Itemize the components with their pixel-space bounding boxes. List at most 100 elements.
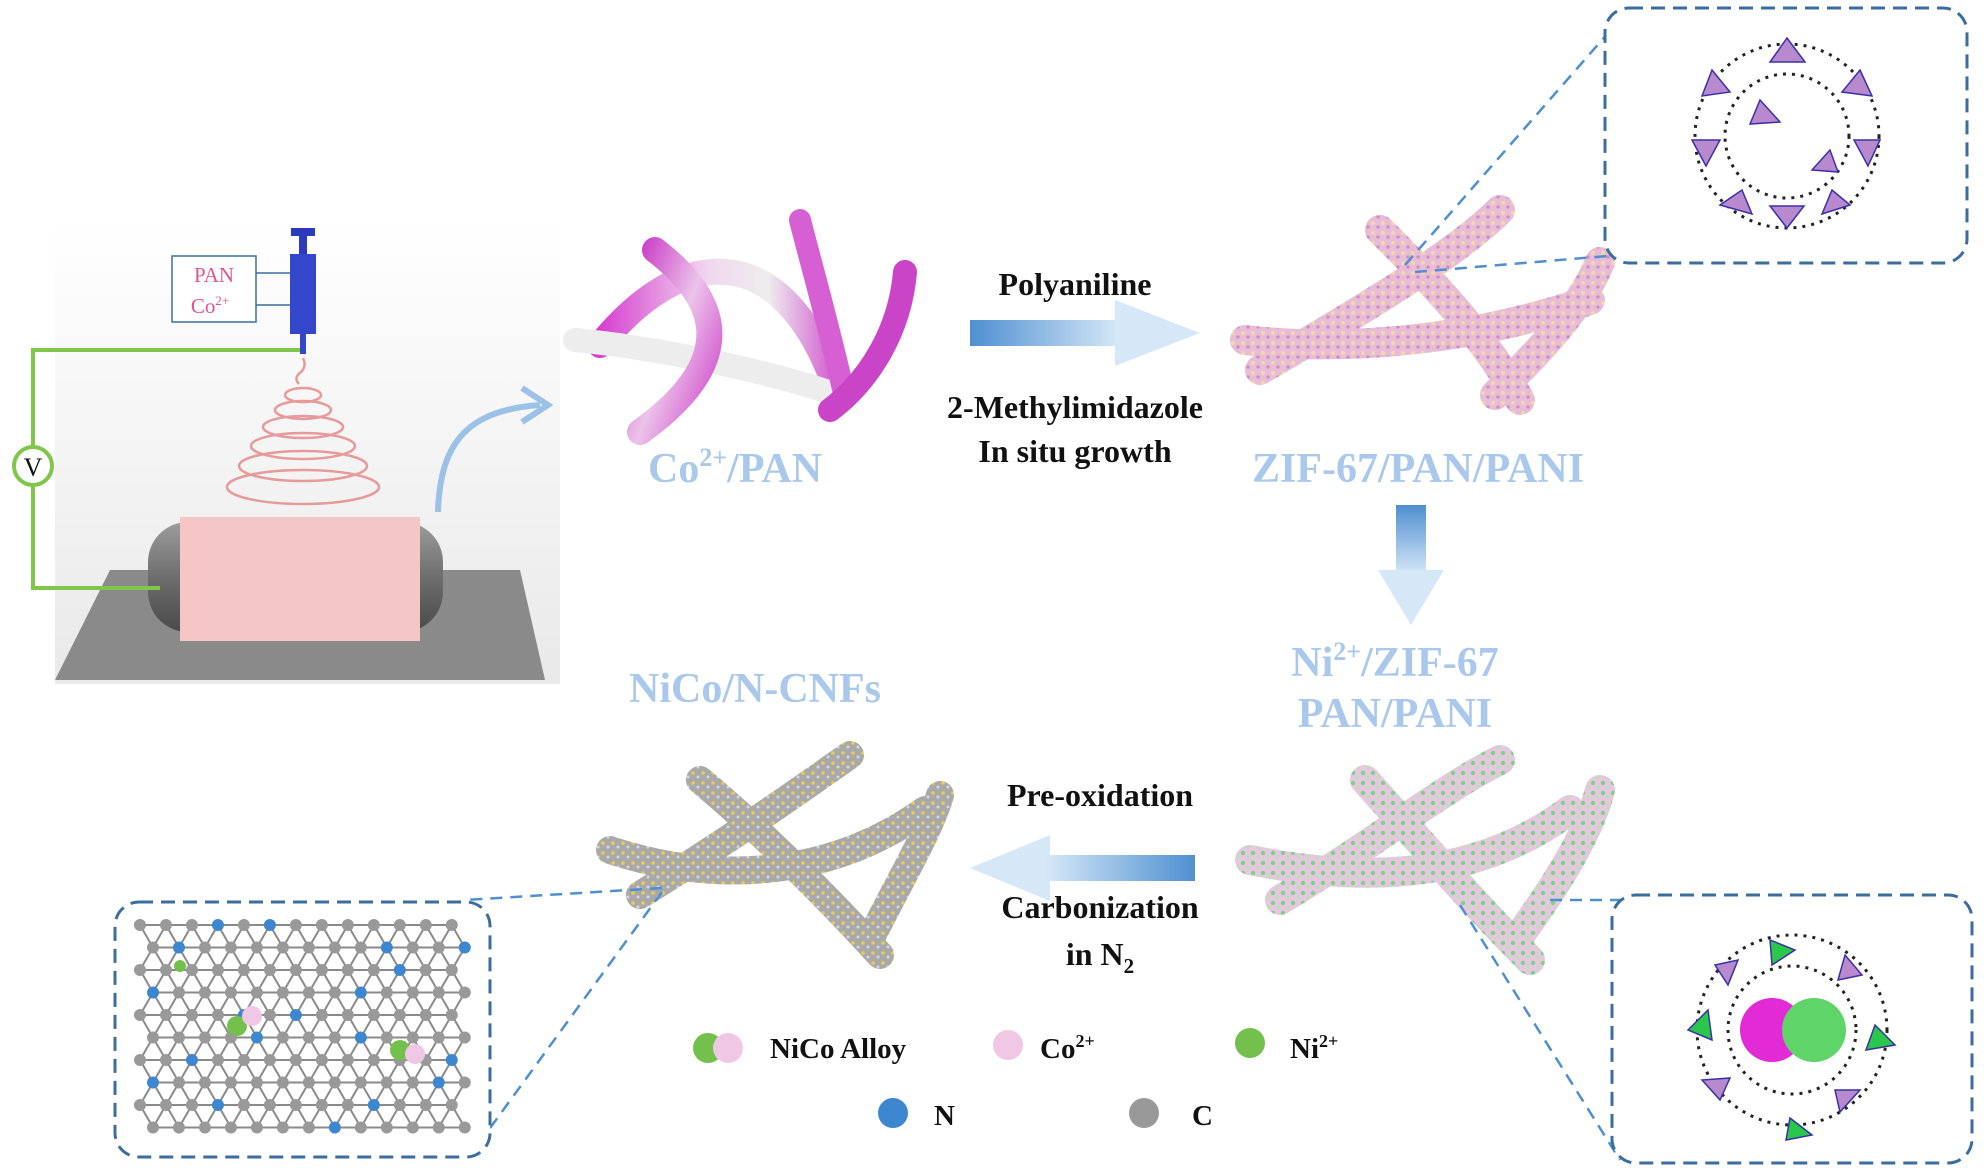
carbon-atom (198, 1031, 211, 1044)
carbon-atom (380, 1031, 393, 1044)
nitrogen-atom (211, 1099, 224, 1111)
carbon-atom (134, 964, 146, 976)
carbon-atom (250, 1121, 263, 1134)
carbon-atom (315, 1054, 328, 1066)
graphene-lattice (134, 919, 471, 1134)
step1-top-text: Polyaniline (999, 266, 1152, 302)
carbon-atom (237, 919, 250, 931)
collector-sheet (180, 517, 420, 641)
label-co-pan: Co2+/PAN (648, 443, 822, 492)
carbon-atom (159, 919, 172, 931)
carbon-atom (289, 964, 302, 976)
carbon-atom (146, 1031, 159, 1044)
carbon-atom (146, 1121, 159, 1134)
carbon-atom (354, 941, 367, 954)
carbon-atom (172, 986, 185, 999)
ni-dopant-atom (390, 1040, 410, 1060)
label-ni-main: Ni (1291, 640, 1333, 686)
carbon-atom (328, 1076, 341, 1089)
carbon-atom (263, 1009, 276, 1021)
carbon-atom (445, 1099, 458, 1111)
carbon-atom (159, 1054, 172, 1066)
carbon-atom (224, 986, 237, 999)
carbon-atom (315, 964, 328, 976)
syringe-icon (290, 228, 316, 354)
carbon-atom (263, 964, 276, 976)
zif-inset-leader-2 (1414, 253, 1621, 274)
legend-nico-alloy-text: NiCo Alloy (770, 1033, 907, 1065)
carbon-atom (134, 919, 146, 931)
carbon-atom (159, 964, 172, 976)
ni-dopant-atom (227, 1016, 247, 1036)
carbon-atom (198, 1121, 211, 1134)
step1-bottom-line1: 2-Methylimidazole (947, 389, 1203, 425)
step1-bottom-line2: In situ growth (978, 433, 1171, 469)
carbon-atom (211, 1054, 224, 1066)
carbon-atom (419, 1009, 432, 1021)
carbon-atom (146, 941, 159, 954)
label-co-pan-main: Co (648, 446, 699, 492)
carbon-atom (185, 1099, 198, 1111)
graphene-inset-leader-2 (483, 891, 664, 1136)
carbon-atom (328, 986, 341, 999)
spinning-jet (225, 357, 381, 506)
carbon-atom (341, 1099, 354, 1111)
step2-arrow (1378, 505, 1444, 625)
ni-ion-sphere (1782, 998, 1846, 1062)
carbon-atom (367, 1009, 380, 1021)
step3-top-text: Pre-oxidation (1007, 777, 1193, 813)
carbon-atom (276, 941, 289, 954)
nitrogen-atom (380, 941, 393, 954)
step1-arrow (970, 300, 1200, 366)
carbon-atom (393, 919, 406, 931)
legend-nico-co-sphere (713, 1033, 743, 1063)
carbon-atom (380, 1076, 393, 1089)
label-ni-zif-line1: Ni2+/ZIF-67 (1291, 637, 1499, 686)
step3-bottom-line2: in N2 (1066, 936, 1134, 978)
solution-label-box (171, 255, 257, 323)
nitrogen-atom (445, 1054, 458, 1066)
carbon-atom (458, 1121, 471, 1134)
carbon-atom (432, 1031, 445, 1044)
carbon-atom (224, 1121, 237, 1134)
carbon-atom (406, 941, 419, 954)
carbon-atom (432, 941, 445, 954)
carbon-atom (211, 1009, 224, 1021)
carbon-atom (315, 919, 328, 931)
legend-ni-charge: 2+ (1319, 1031, 1338, 1051)
ni-zif-cage-icon (1686, 933, 1897, 1141)
carbon-atom (458, 1031, 471, 1044)
nitrogen-atom (354, 1031, 367, 1044)
graphene-inset-leader-1 (464, 886, 663, 902)
co-pan-fiber-3 (627, 237, 723, 445)
collect-arrow (435, 402, 541, 513)
carbon-atom (419, 919, 432, 931)
carbon-atom (237, 1054, 250, 1066)
label-nico-cnfs: NiCo/N-CNFs (629, 666, 881, 712)
solution-co-charge: 2+ (215, 293, 229, 308)
carbon-atom (185, 1009, 198, 1021)
carbon-atom (302, 941, 315, 954)
carbon-atom (406, 1031, 419, 1044)
carbon-atom (406, 1076, 419, 1089)
nitrogen-atom (328, 1121, 341, 1134)
ni-dopant-atom (174, 960, 186, 972)
legend-c-text: C (1192, 1100, 1213, 1132)
carbon-atom (432, 1121, 445, 1134)
carbon-atom (367, 1054, 380, 1066)
label-co-pan-charge: 2+ (699, 443, 727, 472)
carbon-atom (328, 941, 341, 954)
carbon-atom (302, 986, 315, 999)
co-pan-fiber-1 (587, 258, 853, 413)
zif-pan-pani-fibers (1230, 195, 1615, 415)
step3-bottom-line1: Carbonization (1001, 889, 1199, 925)
carbon-atom (341, 1054, 354, 1066)
legend-ni-text: Ni2+ (1290, 1031, 1338, 1065)
nitrogen-atom (458, 941, 471, 954)
legend-co-text: Co2+ (1040, 1031, 1095, 1065)
legend-c-sphere (1129, 1098, 1159, 1128)
nitrogen-atom (250, 1031, 263, 1044)
carbon-atom (276, 1121, 289, 1134)
carbon-atom (445, 1009, 458, 1021)
